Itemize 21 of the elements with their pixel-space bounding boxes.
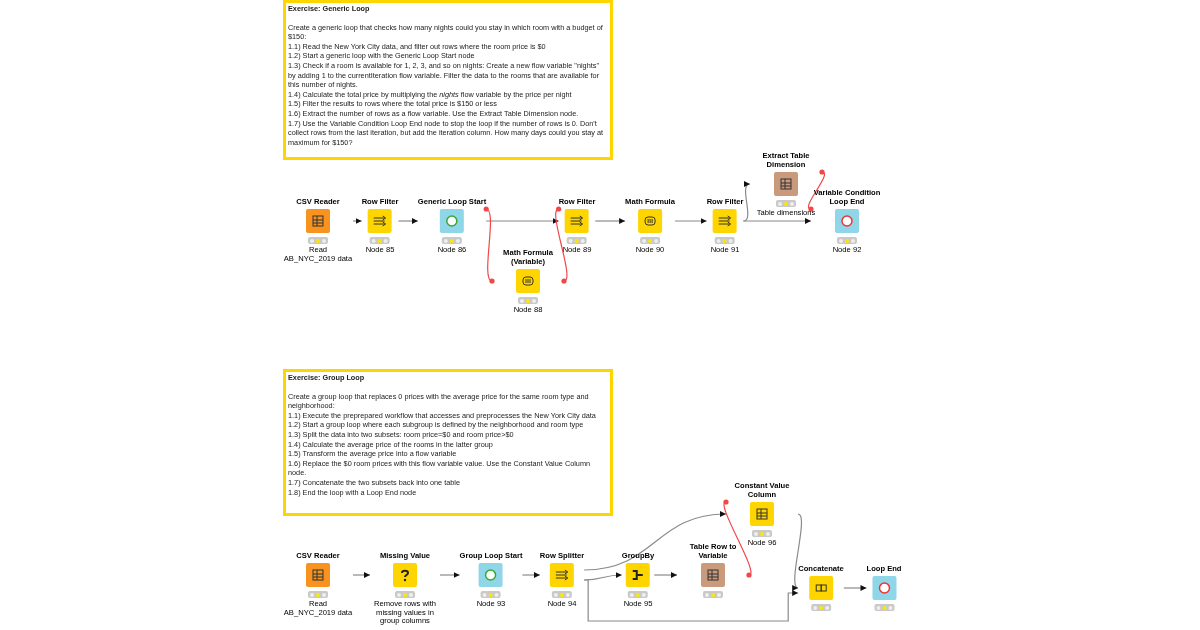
data-connection: [583, 511, 727, 571]
data-connection: [439, 572, 461, 578]
data-connection: [594, 218, 626, 224]
data-connection: [397, 218, 419, 224]
data-connection: [352, 218, 363, 224]
variable-connection: [483, 206, 495, 284]
data-connection: [583, 579, 799, 622]
data-connection: [485, 218, 560, 224]
variable-connection: [807, 169, 826, 212]
variable-connection: [555, 206, 568, 284]
data-connection: [843, 585, 868, 591]
annotation-box: [283, 0, 613, 160]
data-connection: [742, 218, 812, 224]
data-connection: [742, 182, 751, 222]
data-connection: [521, 572, 541, 578]
variable-connection: [723, 499, 752, 578]
annotation-box: [283, 369, 613, 516]
data-connection: [352, 572, 371, 578]
data-connection: [791, 513, 802, 589]
data-connection: [653, 572, 678, 578]
data-connection: [674, 218, 708, 224]
